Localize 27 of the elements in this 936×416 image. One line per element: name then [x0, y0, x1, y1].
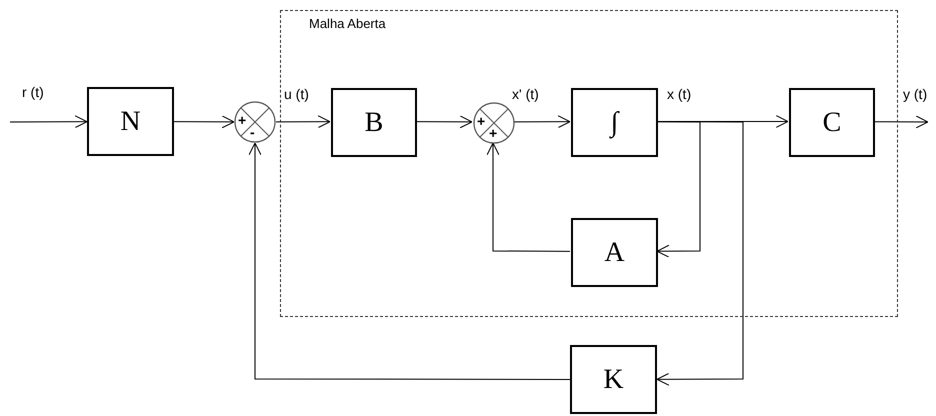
block-box: A [571, 218, 658, 287]
block-box: ∫ [571, 88, 658, 157]
sign-label: + [238, 113, 246, 127]
dashed-region-box [280, 10, 898, 317]
sign-label: + [489, 126, 498, 140]
block-box: B [331, 88, 417, 157]
block-box: K [570, 345, 657, 414]
signal-arrow [486, 142, 570, 252]
signal-label: x (t) [667, 86, 692, 102]
signal-arrow [174, 115, 234, 128]
block-box: N [87, 87, 174, 156]
signal-label: u (t) [284, 86, 309, 102]
signal-arrow [874, 115, 928, 128]
signal-arrow [10, 115, 88, 128]
signal-label: y (t) [903, 86, 928, 102]
region-title: Malha Aberta [309, 16, 386, 31]
signal-arrow [248, 142, 570, 380]
signal-label: r (t) [22, 84, 44, 100]
sign-label: + [477, 114, 486, 128]
signal-arrow [656, 121, 744, 386]
signal-arrow [514, 115, 570, 128]
signal-arrow [416, 115, 472, 128]
signal-arrow [276, 115, 330, 128]
signal-label: x' (t) [512, 86, 539, 102]
signal-arrow [656, 121, 700, 258]
block-box: C [789, 88, 875, 157]
sign-label: - [250, 125, 255, 139]
